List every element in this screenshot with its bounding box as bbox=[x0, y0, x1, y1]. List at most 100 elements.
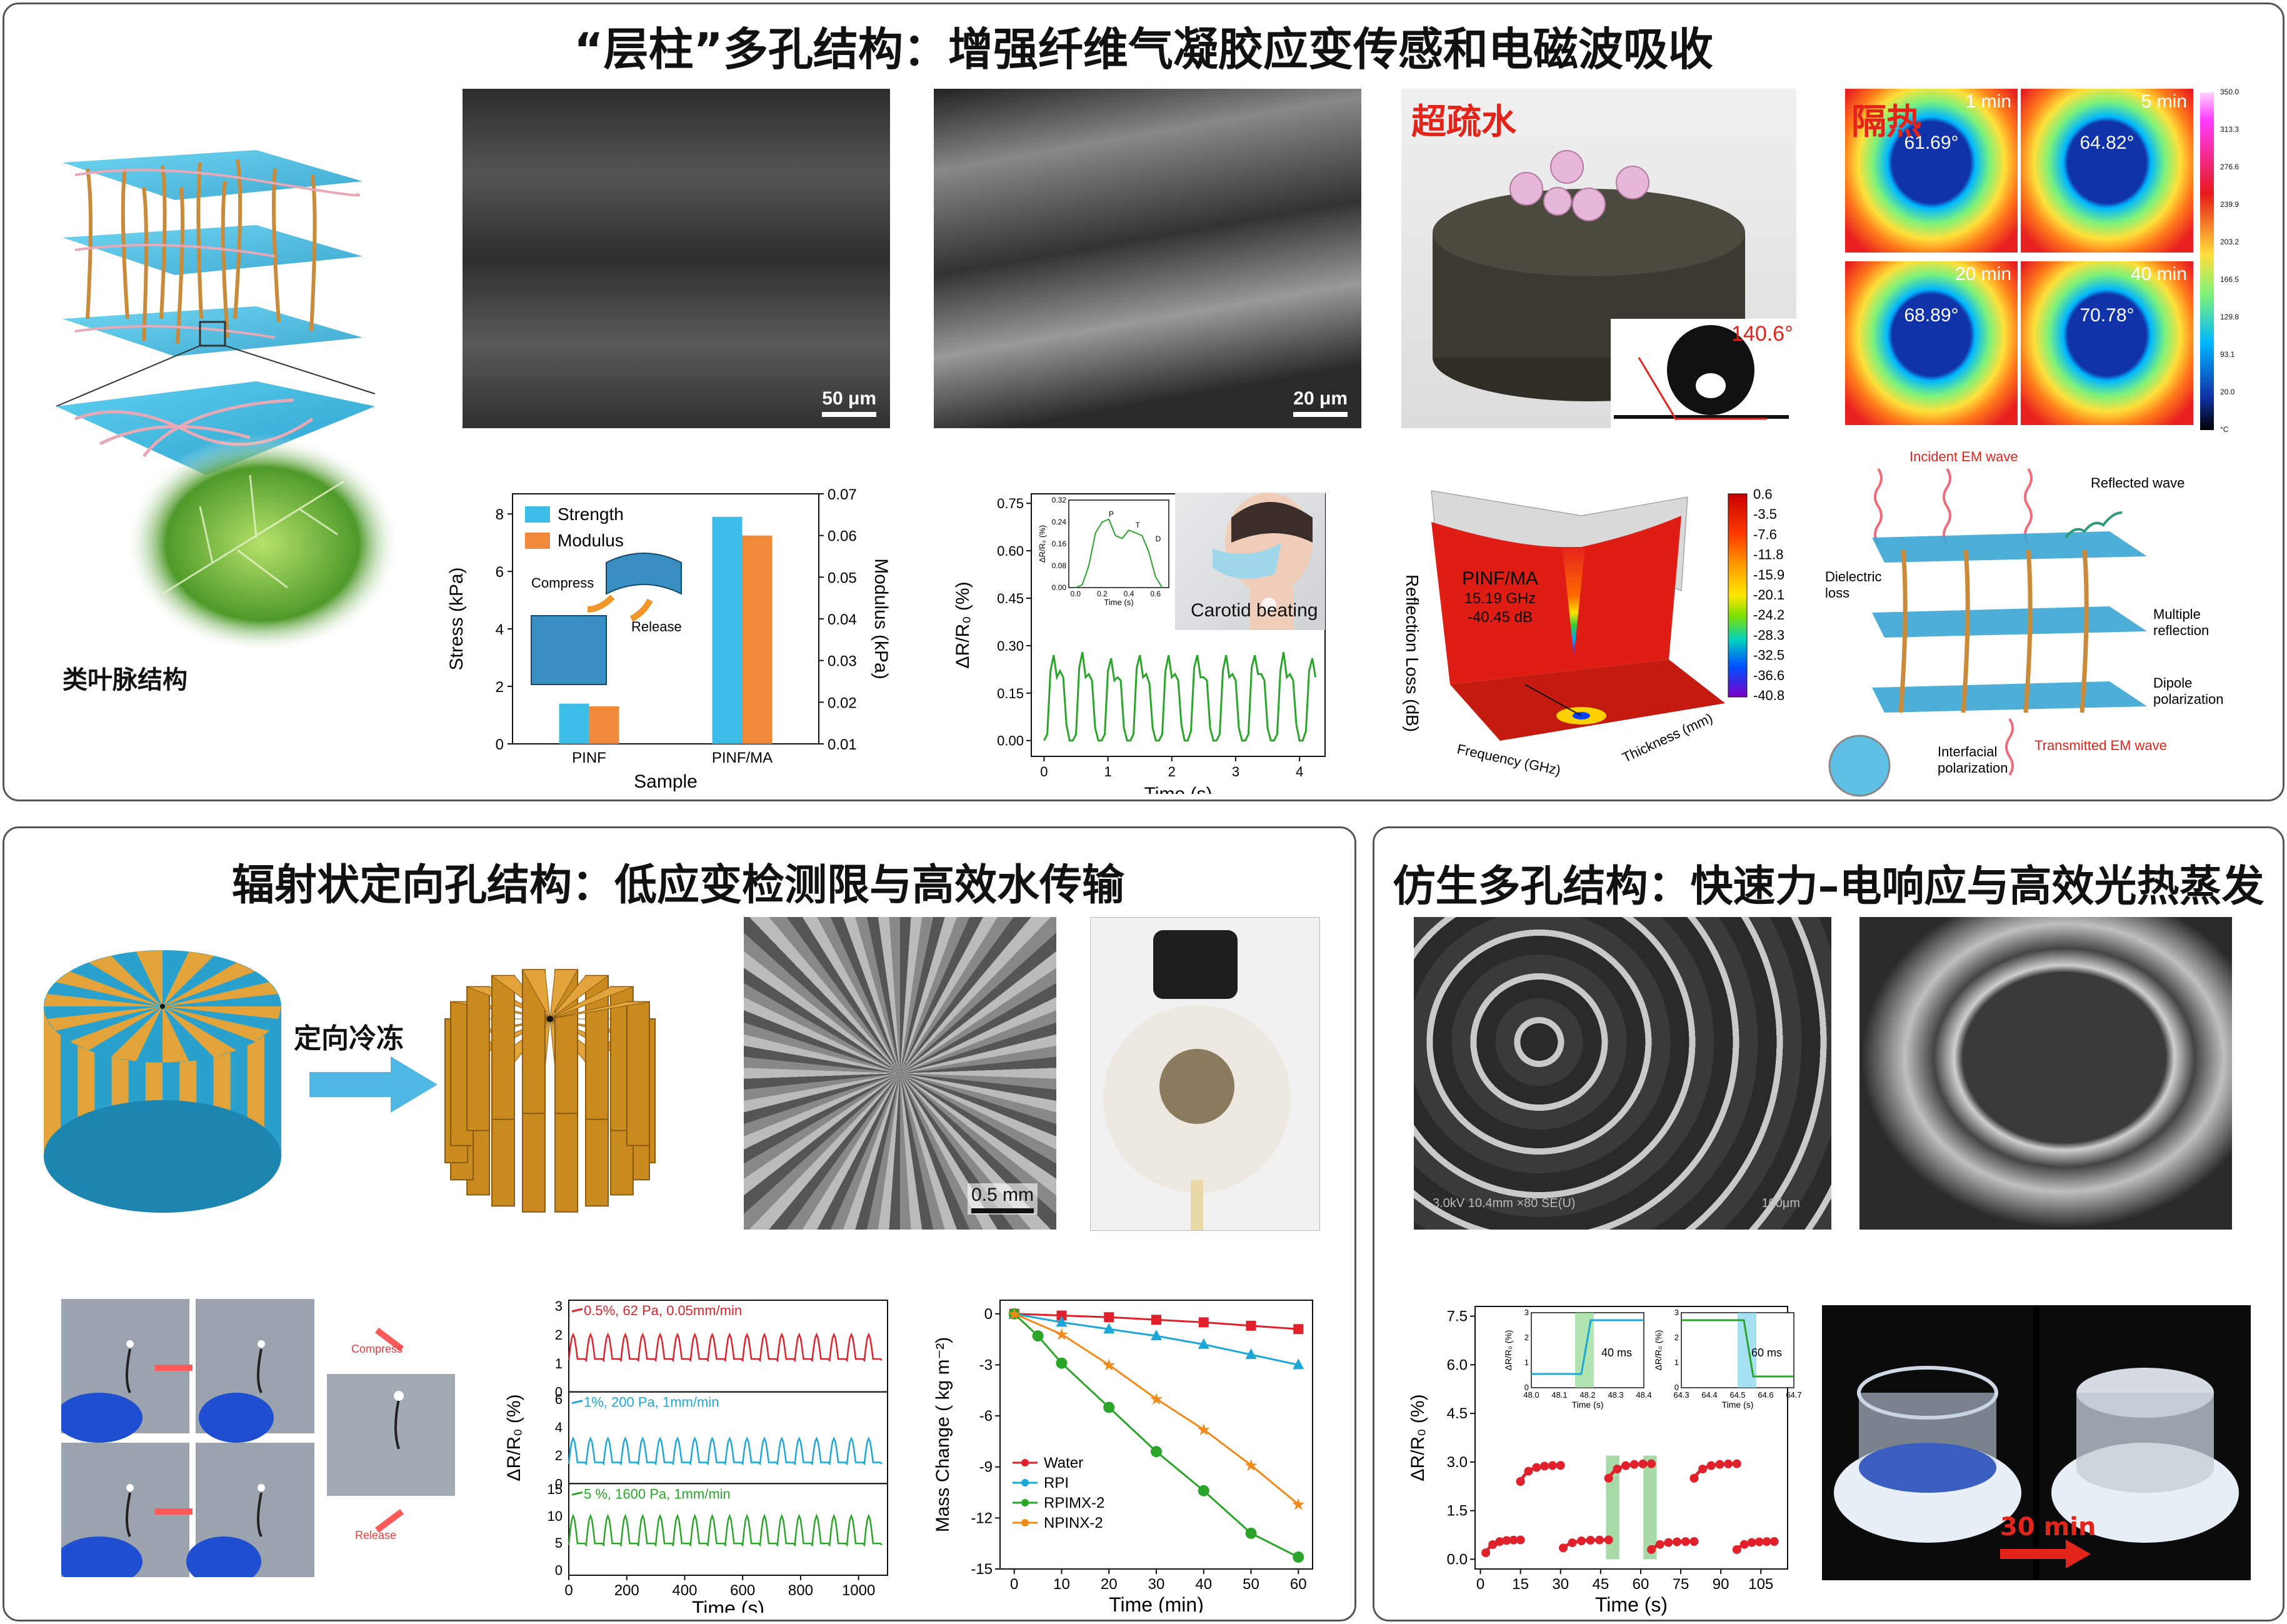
colorbar-tick-label: -11.8 bbox=[1753, 547, 1784, 563]
y-tick-label: 0.45 bbox=[997, 591, 1024, 606]
y-tick-label: -15 bbox=[971, 1561, 993, 1578]
data-point bbox=[1664, 1538, 1673, 1547]
absorber-layer bbox=[1872, 681, 2147, 713]
colorbar-tick-label: -24.2 bbox=[1753, 607, 1784, 623]
data-point bbox=[1516, 1535, 1525, 1545]
sem-image-layered-2: 20 μm bbox=[934, 89, 1361, 428]
x-tick-label: 30 bbox=[1552, 1576, 1569, 1593]
colorbar-tick-label: 20.0 bbox=[2220, 388, 2235, 396]
x-axis-label: Time (s) bbox=[692, 1597, 764, 1613]
cylinder-top-wedge bbox=[44, 993, 163, 1006]
x-tick-label: 3 bbox=[1232, 764, 1239, 779]
cylinder-center bbox=[160, 1004, 165, 1009]
inset-response-time: 40 ms bbox=[1601, 1346, 1632, 1359]
data-point bbox=[1293, 1551, 1304, 1563]
scale-bar-label: 20 μm bbox=[1293, 388, 1348, 409]
legend-label: RPIMX-2 bbox=[1044, 1495, 1104, 1511]
carotid-photo bbox=[1175, 493, 1325, 630]
inset-band bbox=[1575, 1313, 1594, 1388]
incident-label: Incident EM wave bbox=[1909, 450, 2018, 464]
superhydrophobic-label: 超疏水 bbox=[1411, 102, 1516, 143]
x-axis-label: Sample bbox=[634, 771, 698, 792]
y-tick-label: 3 bbox=[555, 1298, 563, 1314]
y-tick-label: 7.5 bbox=[1447, 1308, 1468, 1325]
rl-annotation: PINF/MA bbox=[1462, 568, 1538, 589]
inset-x-tick-label: 0.0 bbox=[1070, 589, 1081, 598]
data-point bbox=[1613, 1465, 1622, 1474]
strain-series-line bbox=[568, 1436, 883, 1466]
y-tick-label: 0 bbox=[555, 1385, 563, 1400]
y-tick-label: 15 bbox=[548, 1481, 563, 1497]
data-point: ★ bbox=[1149, 1390, 1163, 1408]
y-tick-label: 0.0 bbox=[1447, 1551, 1468, 1568]
data-point bbox=[1532, 1463, 1541, 1472]
inset-x-label: Time (s) bbox=[1572, 1400, 1604, 1410]
data-point: ★ bbox=[1054, 1325, 1069, 1343]
scale-bar-label: 0.5 mm bbox=[971, 1185, 1034, 1205]
data-point bbox=[1548, 1461, 1557, 1470]
y-axis-label: ΔR/R₀ (%) bbox=[504, 1394, 524, 1481]
data-point bbox=[1481, 1548, 1491, 1558]
bionic-sem-image-1: 3.0kV 10.4mm ×80 SE(U) 100μm bbox=[1414, 917, 1831, 1230]
y-tick-label: 0.30 bbox=[997, 638, 1024, 654]
strain-series-line bbox=[568, 1513, 883, 1547]
y-tick-label: 1.5 bbox=[1447, 1503, 1468, 1520]
data-point bbox=[1056, 1310, 1067, 1321]
inset-x-tick-label: 0.2 bbox=[1097, 589, 1108, 598]
bar-strength bbox=[559, 703, 589, 744]
interface-zoom bbox=[1828, 734, 1891, 797]
dielectric-label: Dielectric bbox=[1825, 569, 1881, 584]
reflected-wave bbox=[2064, 511, 2123, 539]
x-axis-label: Frequency (GHz) bbox=[1456, 741, 1562, 778]
y-axis-label: Mass Change ( kg m⁻²) bbox=[933, 1337, 953, 1533]
cylinder-top-wedge bbox=[136, 950, 163, 1006]
x-tick-label: 40 bbox=[1195, 1576, 1212, 1593]
radial-lamella-top bbox=[549, 986, 634, 1020]
dielectric-label-2: loss bbox=[1825, 585, 1849, 601]
y-tick-label: 3.0 bbox=[1447, 1454, 1468, 1471]
colorbar-tick-label: 239.9 bbox=[2220, 200, 2239, 209]
dipole-label: Dipole bbox=[2153, 675, 2192, 691]
interfacial-label-2: polarization bbox=[1938, 760, 2008, 776]
data-point bbox=[1151, 1330, 1162, 1341]
inset-x-tick-label: 64.6 bbox=[1758, 1390, 1773, 1400]
data-point bbox=[1715, 1460, 1724, 1469]
highlight-band bbox=[1643, 1455, 1657, 1560]
radial-lamella bbox=[491, 975, 515, 1120]
colorbar bbox=[1728, 493, 1748, 698]
legend-marker bbox=[1021, 1519, 1029, 1526]
data-point bbox=[1739, 1540, 1749, 1549]
legend-label: Modulus bbox=[558, 531, 624, 550]
data-point bbox=[1246, 1320, 1256, 1331]
radial-cylinder-illustration bbox=[44, 950, 656, 1213]
inset-x-tick-label: 64.4 bbox=[1701, 1390, 1717, 1400]
inset-y-label: ΔR/R₀ (%) bbox=[1038, 525, 1047, 563]
series-label: 1%, 200 Pa, 1mm/min bbox=[584, 1395, 719, 1410]
layered-structure-illustration bbox=[50, 144, 400, 681]
inset-y-tick-label: 3 bbox=[1524, 1308, 1529, 1317]
petal-center bbox=[547, 1016, 553, 1022]
data-point bbox=[1762, 1537, 1771, 1546]
y-tick-label: 4 bbox=[496, 621, 504, 638]
data-point bbox=[1621, 1461, 1631, 1470]
sem-info-caption: 3.0kV 10.4mm ×80 SE(U) bbox=[1433, 1196, 1576, 1210]
colorbar-tick-label: -40.8 bbox=[1753, 688, 1784, 703]
inset-x-tick-label: 64.5 bbox=[1729, 1390, 1745, 1400]
y-tick-label: 2 bbox=[555, 1448, 563, 1463]
colorbar-tick-label: 203.2 bbox=[2220, 238, 2239, 246]
incident-wave bbox=[1943, 468, 1951, 545]
x-tick-label: 400 bbox=[672, 1582, 697, 1599]
inset-x-tick-label: 48.0 bbox=[1523, 1390, 1539, 1400]
cylinder-top-wedge bbox=[69, 1006, 163, 1051]
x-tick-label: 2 bbox=[1168, 764, 1176, 779]
legend-label: Strength bbox=[558, 504, 624, 524]
rl-annotation: 15.19 GHz bbox=[1464, 590, 1536, 607]
absorber-layer bbox=[1872, 531, 2147, 563]
x-tick-label: 60 bbox=[1290, 1576, 1307, 1593]
data-point bbox=[1293, 1324, 1304, 1335]
y-axis-label: Reflection Loss (dB) bbox=[1403, 574, 1422, 732]
data-point bbox=[1103, 1401, 1115, 1413]
